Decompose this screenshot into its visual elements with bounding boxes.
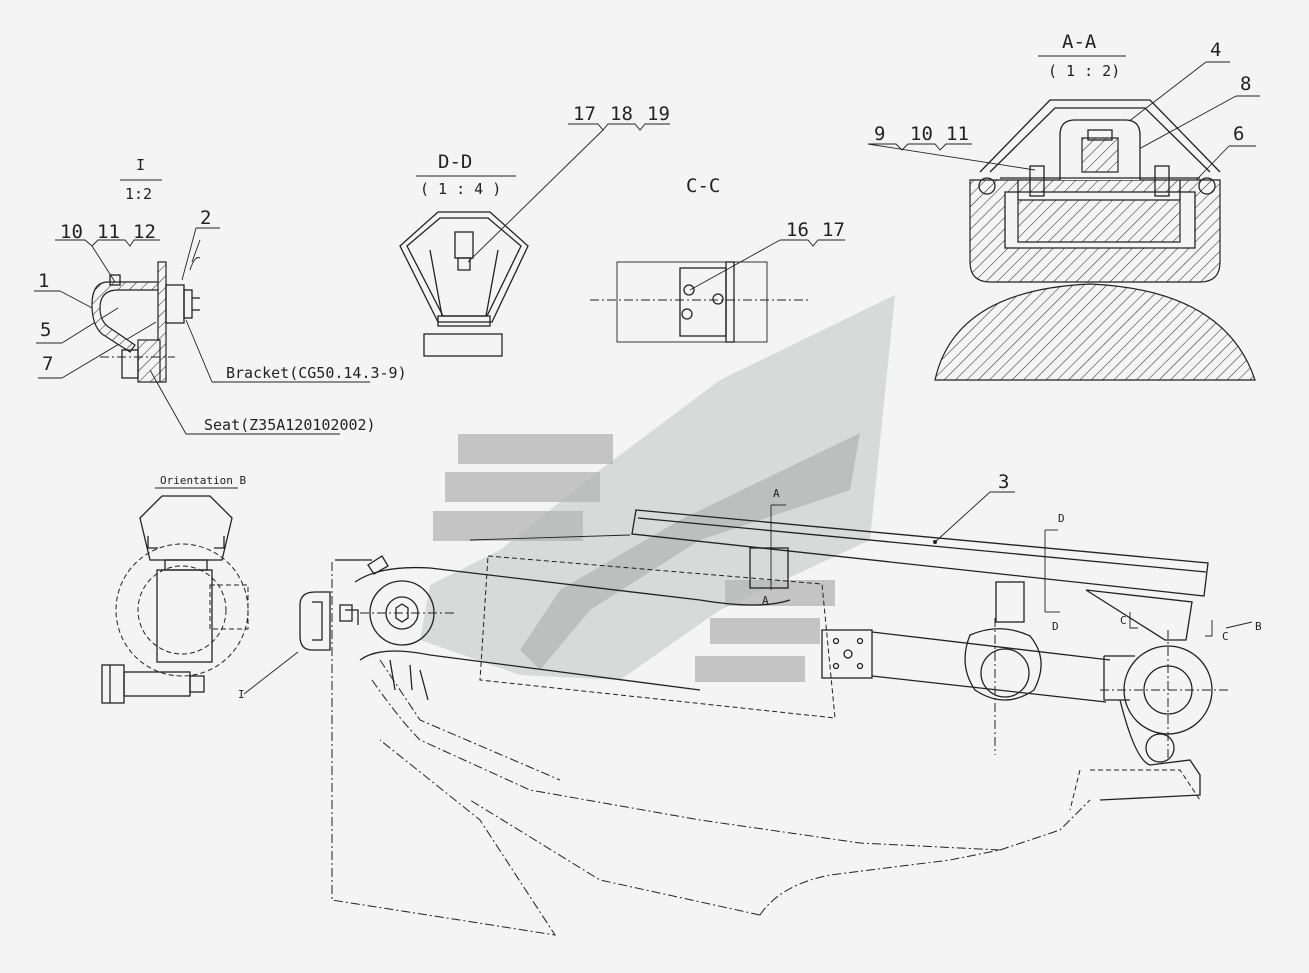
section-dd-scale: ( 1 : 4 ) (420, 180, 501, 198)
balloon-12: 12 (133, 221, 156, 243)
balloon-1: 1 (38, 270, 49, 292)
balloon-2: 2 (200, 207, 211, 229)
balloon-9-aa: 9 (874, 123, 885, 145)
detail-i-title: I (136, 156, 145, 174)
watermark-logo (420, 295, 895, 682)
section-aa-title: A-A (1062, 31, 1097, 53)
balloon-4-aa: 4 (1210, 39, 1221, 61)
main-assembly-view: 3 A A D D C C B (238, 471, 1262, 936)
seat-note: Seat(Z35A120102002) (204, 416, 376, 434)
cut-d-bottom: D (1052, 620, 1059, 633)
section-dd-title: D-D (438, 151, 472, 173)
balloon-3: 3 (998, 471, 1009, 493)
section-cc-title: C-C (686, 175, 720, 197)
orientation-view-b: Orientation B (101, 474, 249, 704)
balloon-6-aa: 6 (1233, 123, 1244, 145)
cut-c-right: C (1222, 630, 1229, 643)
section-view-d-d: D-D ( 1 : 4 ) 17 18 19 (399, 103, 670, 357)
balloon-19-dd: 19 (647, 103, 670, 125)
view-b-arrow: B (1255, 620, 1262, 633)
detail-i-scale: 1:2 (125, 185, 152, 203)
cut-a-top: A (773, 487, 780, 500)
cut-c-left: C (1120, 614, 1127, 627)
balloon-5: 5 (40, 319, 51, 341)
bracket-note: Bracket(CG50.14.3-9) (226, 364, 407, 382)
balloon-17-dd: 17 (573, 103, 596, 125)
section-view-a-a: A-A ( 1 : 2) 9 10 11 4 8 6 (867, 31, 1260, 381)
section-aa-scale: ( 1 : 2) (1048, 62, 1120, 80)
detail-view-i: I 1:2 10 11 12 2 1 5 7 (34, 156, 407, 435)
cut-d-top: D (1058, 512, 1065, 525)
section-view-c-c: C-C 16 17 (590, 175, 845, 343)
balloon-10-aa: 10 (910, 123, 933, 145)
balloon-7: 7 (42, 353, 53, 375)
detail-i-ref: I (238, 688, 245, 701)
balloon-10: 10 (60, 221, 83, 243)
balloon-18-dd: 18 (610, 103, 633, 125)
balloon-11-aa: 11 (946, 123, 969, 145)
balloon-17-cc: 17 (822, 219, 845, 241)
orientation-b-title: Orientation B (160, 474, 246, 487)
balloon-11: 11 (97, 221, 120, 243)
balloon-8-aa: 8 (1240, 73, 1251, 95)
balloon-16-cc: 16 (786, 219, 809, 241)
cut-a-bottom: A (762, 594, 769, 607)
